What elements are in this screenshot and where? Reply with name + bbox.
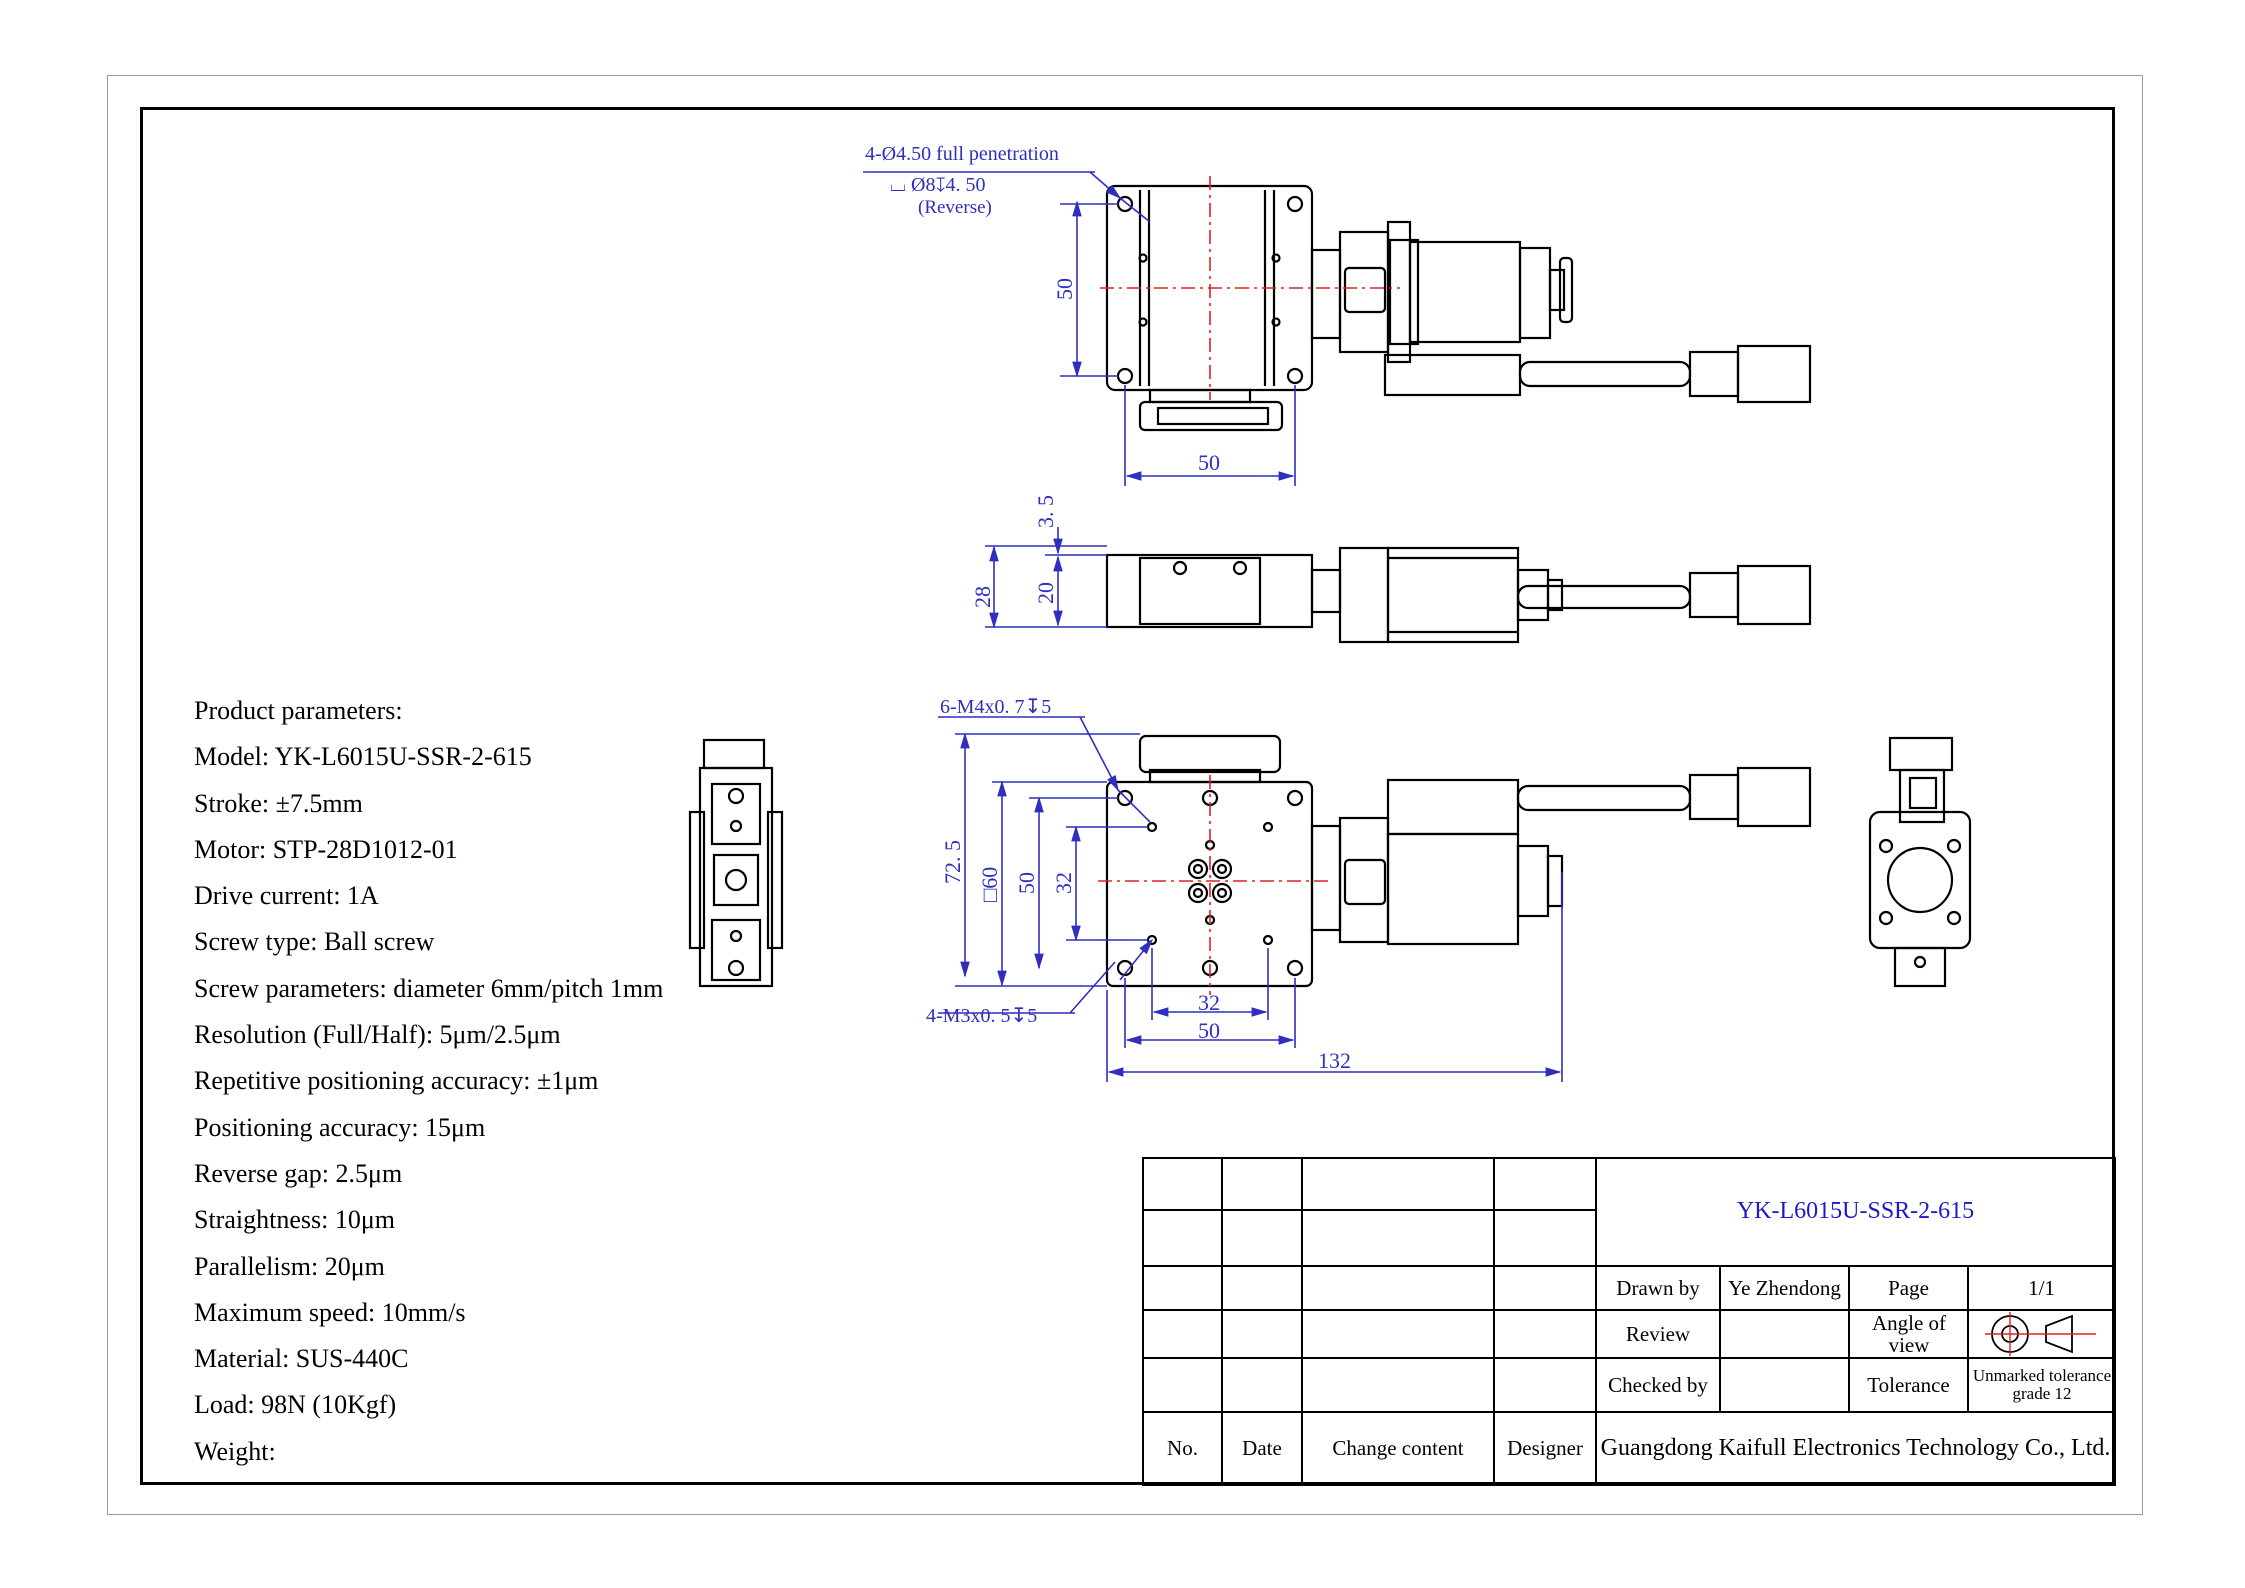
param-material: Material: SUS-440C xyxy=(194,1344,409,1374)
param-max-speed: Maximum speed: 10mm/s xyxy=(194,1297,466,1327)
side-dim-28: 28 xyxy=(970,586,995,608)
company-name: Guangdong Kaifull Electronics Technology… xyxy=(1600,1434,2111,1461)
drawn-by-value: Ye Zhendong xyxy=(1728,1275,1841,1300)
review-label: Review xyxy=(1625,1321,1691,1346)
right-end-view xyxy=(1868,736,1972,988)
param-positioning-accuracy: Positioning accuracy: 15μm xyxy=(194,1112,486,1142)
page-value: 1/1 xyxy=(2028,1275,2055,1300)
column-no: No. xyxy=(1167,1436,1198,1461)
param-stroke: Stroke: ±7.5mm xyxy=(194,788,363,818)
param-weight: Weight: xyxy=(194,1436,276,1466)
front-dim-h32: 32 xyxy=(1198,990,1220,1015)
param-repeatability: Repetitive positioning accuracy: ±1μm xyxy=(194,1066,599,1096)
front-view xyxy=(1105,734,1812,988)
front-dim-h50: 50 xyxy=(1198,1018,1220,1043)
params-heading: Product parameters: xyxy=(194,696,403,725)
param-screw-parameters: Screw parameters: diameter 6mm/pitch 1mm xyxy=(194,973,664,1003)
param-parallelism: Parallelism: 20μm xyxy=(194,1251,385,1281)
title-block-grid xyxy=(1142,1157,2116,1486)
side-dim-3-5: 3. 5 xyxy=(1033,495,1058,528)
column-designer: Designer xyxy=(1507,1436,1583,1461)
left-end-view xyxy=(688,738,784,988)
front-dim-v50: 50 xyxy=(1014,872,1039,894)
column-change-content: Change content xyxy=(1332,1436,1464,1461)
angle-of-view-label: Angle of view xyxy=(1871,1310,1947,1357)
hole-note-2: ⌴ Ø8↧4. 50 xyxy=(890,174,985,196)
column-date: Date xyxy=(1242,1436,1282,1461)
param-screw-type: Screw type: Ball screw xyxy=(194,927,435,957)
front-dim-72-5: 72. 5 xyxy=(940,840,965,884)
front-dim-v32: 32 xyxy=(1051,872,1076,894)
param-reverse-gap: Reverse gap: 2.5μm xyxy=(194,1158,403,1188)
product-parameters: Product parameters: Model: YK-L6015U-SSR… xyxy=(194,688,663,1475)
param-model: Model: YK-L6015U-SSR-2-615 xyxy=(194,742,532,772)
top-dim-v50: 50 xyxy=(1052,278,1077,300)
top-dim-h50: 50 xyxy=(1198,450,1220,475)
drawing-frame xyxy=(140,107,2115,1485)
tolerance-value: Unmarked tolerance grade 12 xyxy=(1972,1366,2112,1403)
hole-note-3: (Reverse) xyxy=(918,197,992,218)
param-motor: Motor: STP-28D1012-01 xyxy=(194,834,458,864)
m3-thread-note: 4-M3x0. 5↧5 xyxy=(926,1005,1037,1027)
param-load: Load: 98N (10Kgf) xyxy=(194,1390,397,1420)
top-view xyxy=(1105,184,1812,432)
param-resolution: Resolution (Full/Half): 5μm/2.5μm xyxy=(194,1020,561,1050)
front-dim-60: □60 xyxy=(977,867,1002,902)
drawn-by-label: Drawn by xyxy=(1616,1275,1700,1300)
checked-by-label: Checked by xyxy=(1608,1372,1708,1397)
param-drive-current: Drive current: 1A xyxy=(194,881,379,911)
front-dim-132: 132 xyxy=(1318,1048,1351,1073)
title-block-model: YK-L6015U-SSR-2-615 xyxy=(1736,1198,1975,1225)
side-view xyxy=(1105,546,1812,644)
drawing-sheet-border xyxy=(107,75,2143,1515)
page-label: Page xyxy=(1888,1275,1929,1300)
tolerance-label: Tolerance xyxy=(1867,1372,1950,1397)
side-dim-20: 20 xyxy=(1033,582,1058,604)
hole-note-1: 4-Ø4.50 full penetration xyxy=(865,143,1059,165)
m4-thread-note: 6-M4x0. 7↧5 xyxy=(940,696,1051,718)
param-straightness: Straightness: 10μm xyxy=(194,1205,395,1235)
